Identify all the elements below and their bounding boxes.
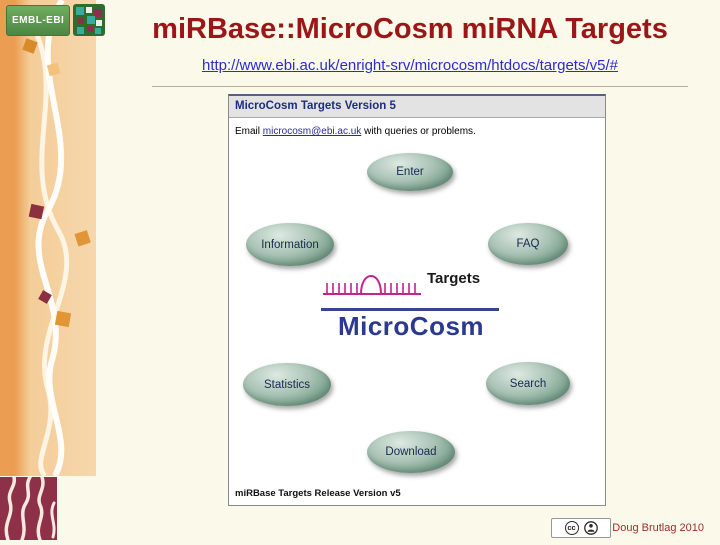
- email-suffix: with queries or problems.: [361, 126, 476, 137]
- microcosm-logo: Targets MicroCosm: [321, 264, 501, 342]
- logo-targets-label: Targets: [427, 270, 481, 287]
- embl-ebi-logo-text: EMBL-EBI: [6, 4, 71, 36]
- statistics-button[interactable]: Statistics: [243, 363, 331, 406]
- rna-hairpin-icon: [323, 275, 421, 295]
- embl-ebi-logo-pattern: [73, 4, 106, 36]
- download-button[interactable]: Download: [367, 431, 455, 473]
- email-prefix: Email: [235, 126, 263, 137]
- logo-underline: [321, 308, 499, 311]
- faq-button[interactable]: FAQ: [488, 223, 568, 265]
- webpage-header-title: MicroCosm Targets Version 5: [229, 96, 605, 118]
- logo-microcosm-label: MicroCosm: [337, 311, 485, 341]
- information-button[interactable]: Information: [246, 223, 334, 266]
- cc-icon: cc: [564, 521, 579, 535]
- search-button[interactable]: Search: [486, 362, 570, 405]
- left-decorative-strip: [0, 0, 96, 476]
- email-link[interactable]: microcosm@ebi.ac.uk: [262, 126, 362, 137]
- author-credit: Doug Brutlag 2010: [612, 522, 704, 534]
- attribution-person-icon: [583, 521, 598, 535]
- url-line: http://www.ebi.ac.uk/enright-srv/microco…: [104, 57, 716, 74]
- webpage-footer-text: miRBase Targets Release Version v5: [235, 488, 401, 499]
- cc-license-badge[interactable]: cc: [551, 518, 611, 538]
- page-title: miRBase::MicroCosm miRNA Targets: [152, 13, 668, 45]
- webpage-email-line: Email microcosm@ebi.ac.uk with queries o…: [229, 118, 605, 137]
- squiggle-pattern-graphic: [0, 475, 57, 542]
- title-divider: [152, 86, 688, 87]
- enter-button[interactable]: Enter: [367, 153, 453, 191]
- page-url-link[interactable]: http://www.ebi.ac.uk/enright-srv/microco…: [202, 57, 618, 74]
- maroon-pattern-block: [0, 475, 57, 542]
- embl-ebi-logo: EMBL-EBI: [6, 4, 106, 36]
- dna-ribbon-graphic: [22, 0, 91, 476]
- microcosm-webpage-screenshot: MicroCosm Targets Version 5 Email microc…: [228, 94, 606, 506]
